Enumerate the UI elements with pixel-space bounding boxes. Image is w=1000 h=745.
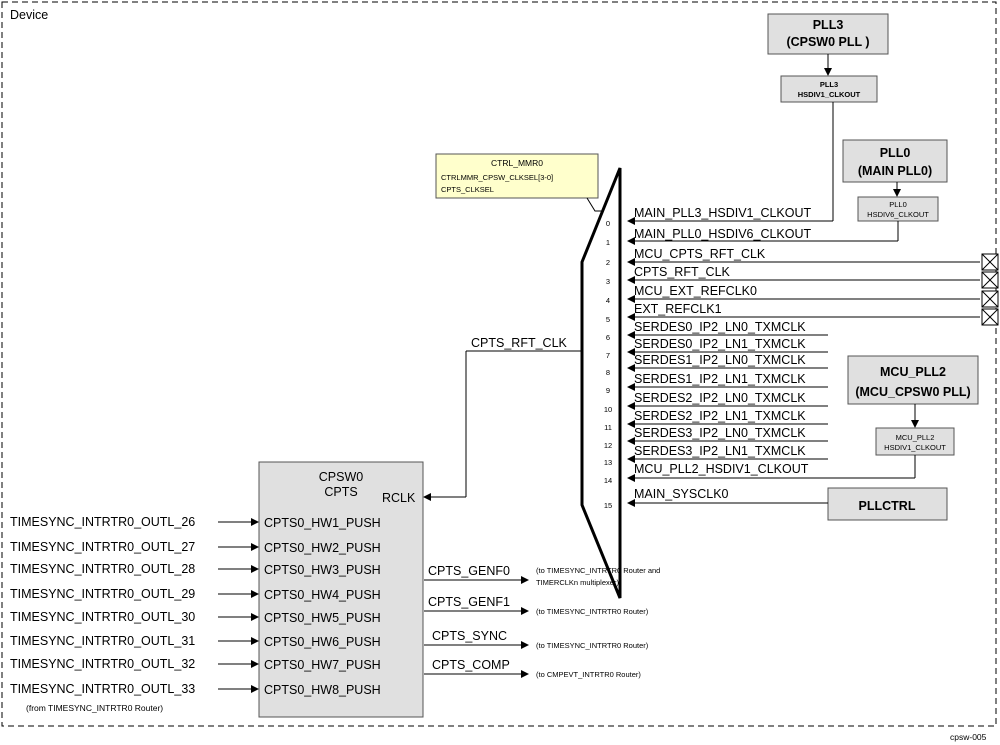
figure-id: cpsw-005 bbox=[950, 732, 987, 742]
push-port-label: CPTS0_HW1_PUSH bbox=[264, 516, 381, 530]
cpts-rclk-port: RCLK bbox=[382, 491, 416, 505]
mux-input-label: SERDES0_IP2_LN1_TXMCLK bbox=[634, 337, 806, 351]
push-signal-label: TIMESYNC_INTRTR0_OUTL_26 bbox=[10, 515, 195, 529]
ctrl-mmr-register: CTRLMMR_CPSW_CLKSEL[3-0] bbox=[441, 173, 553, 182]
pll3-div-subtitle: HSDIV1_CLKOUT bbox=[798, 90, 861, 99]
mux-input-index: 2 bbox=[606, 258, 610, 267]
mux-output-label: CPTS_RFT_CLK bbox=[471, 336, 568, 350]
mux-input-index: 6 bbox=[606, 333, 610, 342]
mux-input-index: 5 bbox=[606, 315, 610, 324]
pll0-div-title: PLL0 bbox=[889, 200, 907, 209]
push-port-label: CPTS0_HW4_PUSH bbox=[264, 588, 381, 602]
pll3-div-title: PLL3 bbox=[820, 80, 838, 89]
mux-input-label: MCU_EXT_REFCLK0 bbox=[634, 284, 757, 298]
ctrl-mmr-field: CPTS_CLKSEL bbox=[441, 185, 494, 194]
pll0-title: PLL0 bbox=[880, 146, 911, 160]
mcu-pll2-div-subtitle: HSDIV1_CLKOUT bbox=[884, 443, 946, 452]
push-port-label: CPTS0_HW6_PUSH bbox=[264, 635, 381, 649]
cpts-push-input-group: TIMESYNC_INTRTR0_OUTL_26 CPTS0_HW1_PUSH TI… bbox=[10, 515, 381, 697]
push-port-label: CPTS0_HW8_PUSH bbox=[264, 683, 381, 697]
push-signal-label: TIMESYNC_INTRTR0_OUTL_31 bbox=[10, 634, 195, 648]
device-boundary bbox=[1, 1, 997, 727]
mcu-pll2-title: MCU_PLL2 bbox=[880, 365, 946, 379]
push-signal-label: TIMESYNC_INTRTR0_OUTL_29 bbox=[10, 587, 195, 601]
external-pin-icon bbox=[981, 271, 999, 289]
cpts-output-note: (to TIMESYNC_INTRTR0 Router) bbox=[536, 607, 649, 616]
clock-mux bbox=[580, 167, 622, 599]
mux-input-label: MAIN_SYSCLK0 bbox=[634, 487, 729, 501]
mux-input-index: 12 bbox=[604, 441, 612, 450]
pll3-subtitle: (CPSW0 PLL ) bbox=[786, 35, 869, 49]
external-pin-icon bbox=[981, 253, 999, 271]
mcu-pll2-block: MCU_PLL2 (MCU_CPSW0 PLL) MCU_PLL2 HSDIV1… bbox=[627, 355, 979, 482]
cpts-block: CPSW0 CPTS RCLK bbox=[258, 461, 424, 718]
cpts-output-note: (to TIMESYNC_INTRTR0 Router) bbox=[536, 641, 649, 650]
push-port-label: CPTS0_HW2_PUSH bbox=[264, 541, 381, 555]
mux-input-index: 14 bbox=[604, 476, 612, 485]
mux-input-index: 3 bbox=[606, 277, 610, 286]
mux-input-label: SERDES1_IP2_LN1_TXMCLK bbox=[634, 372, 806, 386]
mcu-pll2-div-title: MCU_PLL2 bbox=[896, 433, 935, 442]
mux-input-index: 1 bbox=[606, 238, 610, 247]
push-signal-label: TIMESYNC_INTRTR0_OUTL_30 bbox=[10, 610, 195, 624]
push-port-label: CPTS0_HW3_PUSH bbox=[264, 563, 381, 577]
push-signal-label: TIMESYNC_INTRTR0_OUTL_28 bbox=[10, 562, 195, 576]
pll0-div-subtitle: HSDIV6_CLKOUT bbox=[867, 210, 929, 219]
ctrl-mmr-box: CTRL_MMR0 CTRLMMR_CPSW_CLKSEL[3-0] CPTS_… bbox=[435, 153, 608, 212]
pllctrl-label: PLLCTRL bbox=[859, 499, 916, 513]
push-port-label: CPTS0_HW7_PUSH bbox=[264, 658, 381, 672]
pll0-block: PLL0 (MAIN PLL0) PLL0 HSDIV6_CLKOUT bbox=[627, 139, 948, 245]
external-pin-icon bbox=[981, 308, 999, 326]
mux-input-label: SERDES0_IP2_LN0_TXMCLK bbox=[634, 320, 806, 334]
cpts-output-signal: CPTS_SYNC bbox=[432, 629, 507, 643]
cpts-title: CPSW0 bbox=[319, 470, 364, 484]
device-label: Device bbox=[10, 8, 48, 22]
mux-input-label: EXT_REFCLK1 bbox=[634, 302, 722, 316]
pll0-subtitle: (MAIN PLL0) bbox=[858, 164, 932, 178]
cpts-output-note: (to CMPEVT_INTRTR0 Router) bbox=[536, 670, 641, 679]
mcu-pll2-subtitle: (MCU_CPSW0 PLL) bbox=[855, 385, 970, 399]
push-signal-label: TIMESYNC_INTRTR0_OUTL_32 bbox=[10, 657, 195, 671]
mux-input-index: 15 bbox=[604, 501, 612, 510]
mux-input-label: CPTS_RFT_CLK bbox=[634, 265, 731, 279]
pll3-block: PLL3 (CPSW0 PLL ) PLL3 HSDIV1_CLKOUT bbox=[627, 13, 889, 225]
cpts-output-note-2: TIMERCLKn multiplexer) bbox=[536, 578, 619, 587]
mux-input-label: MAIN_PLL0_HSDIV6_CLKOUT bbox=[634, 227, 812, 241]
push-source-note: (from TIMESYNC_INTRTR0 Router) bbox=[26, 703, 163, 713]
cpts-output-note: (to TIMESYNC_INTRTR0 Router and bbox=[536, 566, 660, 575]
ctrl-mmr-title: CTRL_MMR0 bbox=[491, 158, 543, 168]
cpts-subtitle: CPTS bbox=[324, 485, 357, 499]
mux-input-index: 0 bbox=[606, 219, 610, 228]
mux-input-index: 9 bbox=[606, 386, 610, 395]
cpts-output-signal: CPTS_COMP bbox=[432, 658, 510, 672]
cpts-output-signal: CPTS_GENF0 bbox=[428, 564, 510, 578]
cpts-output-group: CPTS_GENF0 (to TIMESYNC_INTRTR0 Router an… bbox=[424, 564, 660, 679]
mux-input-index: 13 bbox=[604, 458, 612, 467]
mux-input-label: MCU_CPTS_RFT_CLK bbox=[634, 247, 766, 261]
mux-input-index: 7 bbox=[606, 351, 610, 360]
mux-input-index: 10 bbox=[604, 405, 612, 414]
push-signal-label: TIMESYNC_INTRTR0_OUTL_27 bbox=[10, 540, 195, 554]
mux-input-label: SERDES2_IP2_LN0_TXMCLK bbox=[634, 391, 806, 405]
pllctrl-block: PLLCTRL bbox=[627, 487, 948, 521]
mux-input-index: 8 bbox=[606, 368, 610, 377]
mux-input-index: 11 bbox=[604, 423, 612, 432]
mux-output: CPTS_RFT_CLK bbox=[423, 336, 582, 501]
mux-input-label: SERDES3_IP2_LN1_TXMCLK bbox=[634, 444, 806, 458]
pll3-title: PLL3 bbox=[813, 18, 844, 32]
cpts-output-signal: CPTS_GENF1 bbox=[428, 595, 510, 609]
mux-input-group: 0 MAIN_PLL3_HSDIV1_CLKOUT 1 MAIN_PLL0_HSDIV… bbox=[604, 206, 980, 510]
mux-input-label: SERDES1_IP2_LN0_TXMCLK bbox=[634, 353, 806, 367]
push-port-label: CPTS0_HW5_PUSH bbox=[264, 611, 381, 625]
mux-input-label: SERDES3_IP2_LN0_TXMCLK bbox=[634, 426, 806, 440]
mux-input-label: MCU_PLL2_HSDIV1_CLKOUT bbox=[634, 462, 809, 476]
external-pin-group bbox=[981, 253, 999, 326]
external-pin-icon bbox=[981, 290, 999, 308]
mux-input-label: MAIN_PLL3_HSDIV1_CLKOUT bbox=[634, 206, 812, 220]
mux-input-index: 4 bbox=[606, 296, 610, 305]
mux-input-label: SERDES2_IP2_LN1_TXMCLK bbox=[634, 409, 806, 423]
push-signal-label: TIMESYNC_INTRTR0_OUTL_33 bbox=[10, 682, 195, 696]
